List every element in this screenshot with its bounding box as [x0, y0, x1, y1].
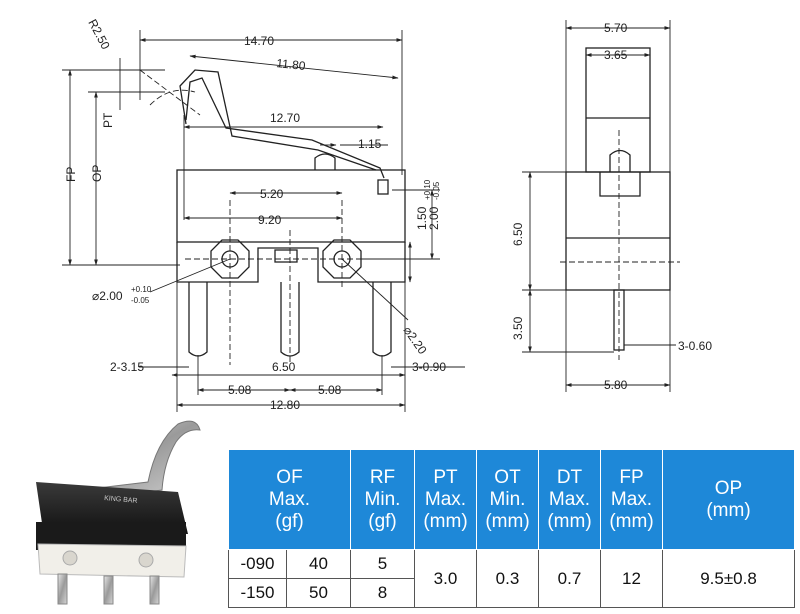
svg-text:2.00: 2.00 — [427, 206, 441, 230]
header-dt: DT Max. (mm) — [538, 449, 601, 550]
cell-ot: 0.3 — [476, 549, 539, 608]
dim-6-50: 6.50 — [272, 360, 296, 374]
cell-model: -090 — [228, 549, 287, 579]
label-fp: FP — [64, 167, 78, 182]
dim-12-70: 12.70 — [270, 111, 300, 125]
cell-fp: 12 — [600, 549, 663, 608]
cell-dt: 0.7 — [538, 549, 601, 608]
svg-text:-0.05: -0.05 — [432, 181, 441, 200]
dim-5-80: 5.80 — [604, 378, 628, 392]
dim-5-70: 5.70 — [604, 21, 628, 35]
svg-text:+0.10: +0.10 — [423, 179, 432, 200]
header-pt: PT Max. (mm) — [414, 449, 477, 550]
dim-radius: R2.50 — [85, 17, 113, 52]
centre-lines — [139, 69, 400, 365]
table-row: -090 40 5 3.0 0.3 0.7 12 9.5±0.8 — [228, 549, 795, 608]
cell-model: -150 — [228, 578, 287, 608]
header-of: OF Max. (gf) — [228, 449, 351, 550]
dim-3-50: 3.50 — [511, 316, 525, 340]
dim-11-80: 11.80 — [276, 56, 307, 73]
label-op: OP — [90, 165, 104, 182]
cell-rf: 8 — [350, 578, 415, 608]
table-row: -150 50 8 — [228, 578, 795, 608]
dim-5-08-right: 5.08 — [318, 383, 342, 397]
dim-14-70: 14.70 — [244, 34, 274, 48]
dim-2-00-tol: 2.00 +0.10 -0.05 — [423, 179, 441, 230]
dim-1-50: 1.50 — [415, 206, 429, 230]
dim-1-15: 1.15 — [358, 137, 382, 151]
header-rf: RF Min. (gf) — [350, 449, 415, 550]
dim-line-11-80 — [189, 54, 399, 80]
dim-5-20: 5.20 — [260, 187, 284, 201]
dim-6-50-side: 6.50 — [511, 222, 525, 246]
svg-text:⌀2.00: ⌀2.00 — [92, 289, 123, 303]
photo-engraving: KING BAR — [104, 495, 138, 505]
dim-3-0-60: 3-0.60 — [678, 339, 712, 353]
header-op: OP (mm) — [662, 449, 795, 550]
header-fp: FP Max. (mm) — [600, 449, 663, 550]
cell-rf: 5 — [350, 549, 415, 579]
spec-table: OF Max. (gf) RF Min. (gf) PT Max. (mm) O… — [228, 449, 795, 608]
cell-of: 40 — [286, 549, 351, 579]
header-ot: OT Min. (mm) — [476, 449, 539, 550]
dim-3-0-90: 3-0.90 — [412, 360, 446, 374]
dim-2-3-15: 2-3.15 — [110, 360, 144, 374]
side-view-drawing — [565, 47, 671, 351]
product-photo: KING BAR — [36, 420, 201, 605]
dim-hole-diameter: ⌀2.00 +0.10 -0.05 — [92, 285, 152, 305]
svg-text:+0.10: +0.10 — [131, 285, 152, 294]
cell-pt: 3.0 — [414, 549, 477, 608]
cell-op: 9.5±0.8 — [662, 549, 795, 608]
label-pt: PT — [101, 112, 115, 128]
cell-of: 50 — [286, 578, 351, 608]
dim-5-08-left: 5.08 — [228, 383, 252, 397]
dim-12-80: 12.80 — [270, 398, 300, 412]
svg-text:-0.05: -0.05 — [131, 296, 150, 305]
spec-table-header-row: OF Max. (gf) RF Min. (gf) PT Max. (mm) O… — [228, 449, 795, 550]
dim-9-20: 9.20 — [258, 213, 282, 227]
dim-3-65: 3.65 — [604, 48, 628, 62]
